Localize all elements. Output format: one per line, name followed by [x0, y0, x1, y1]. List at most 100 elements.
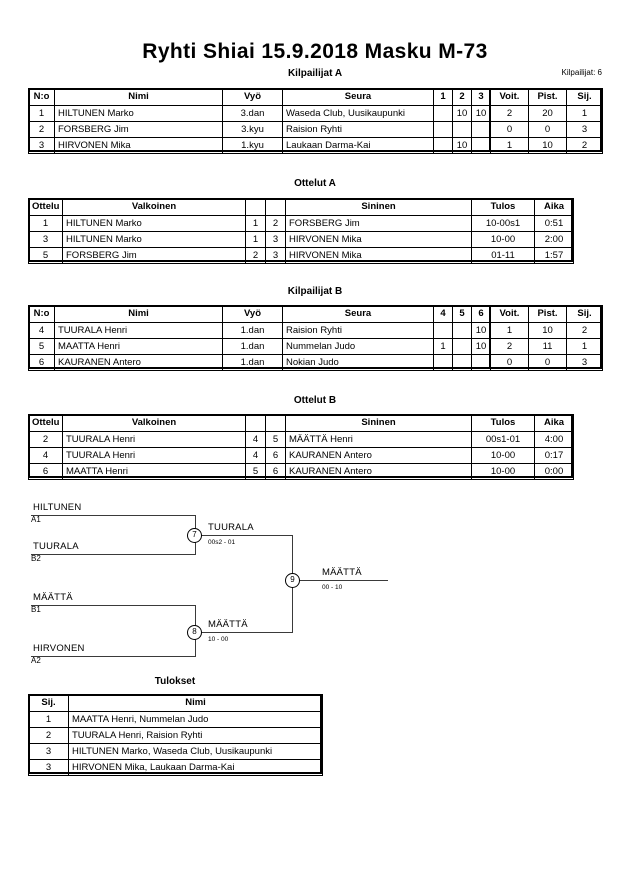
cell-no: 3 [28, 137, 55, 154]
cell-white: TUURALA Henri [62, 431, 246, 448]
cell-white-seed: 1 [245, 215, 266, 232]
bracket-winner-name: MÄÄTTÄ [208, 619, 248, 630]
cell-result: 10-00 [471, 447, 535, 464]
col-match-1: 1 [433, 88, 453, 106]
col-rank: Sij. [566, 305, 603, 323]
cell-match-number: 5 [28, 247, 63, 264]
col-blue-seed [265, 414, 286, 432]
col-wins: Voit. [490, 305, 529, 323]
cell-time: 2:00 [534, 231, 574, 248]
col-blue: Sininen [285, 198, 472, 216]
cell-rank: 1 [566, 105, 603, 122]
caption-matches-b: Ottelut B [293, 395, 337, 406]
col-name: Nimi [68, 694, 323, 712]
cell-match-5 [452, 322, 472, 339]
cell-rank: 2 [566, 322, 603, 339]
cell-match-number: 4 [28, 447, 63, 464]
col-match-3: 3 [471, 88, 491, 106]
cell-points: 0 [528, 121, 567, 138]
cell-blue: KAURANEN Antero [285, 463, 472, 480]
col-rank: Sij. [566, 88, 603, 106]
bracket-connector [31, 554, 195, 555]
col-no: N:o [28, 88, 55, 106]
table-row: 3 HILTUNEN Marko 1 3 HIRVONEN Mika 10-00… [28, 231, 574, 248]
cell-name: MAATTA Henri, Nummelan Judo [68, 711, 323, 728]
cell-blue-seed: 3 [265, 247, 286, 264]
bracket-winner-name: TUURALA [208, 522, 254, 533]
table-row: 3 HILTUNEN Marko, Waseda Club, Uusikaupu… [28, 743, 323, 760]
cell-points: 10 [528, 137, 567, 154]
cell-no: 5 [28, 338, 55, 355]
table-row: 1 HILTUNEN Marko 1 2 FORSBERG Jim 10-00s… [28, 215, 574, 232]
col-blue: Sininen [285, 414, 472, 432]
cell-white-seed: 5 [245, 463, 266, 480]
bracket-connector [31, 605, 195, 606]
cell-rank: 3 [28, 743, 69, 760]
table-row: 1 HILTUNEN Marko 3.dan Waseda Club, Uusi… [28, 105, 603, 122]
caption-matches-a: Ottelut A [294, 178, 336, 189]
cell-match-6: 10 [471, 338, 491, 355]
bracket-entry-name: HIRVONEN [33, 643, 85, 654]
caption-pool-a: Kilpailijat A [287, 68, 343, 79]
cell-blue-seed: 2 [265, 215, 286, 232]
cell-result: 10-00 [471, 463, 535, 480]
cell-rank: 2 [28, 727, 69, 744]
col-time: Aika [534, 198, 574, 216]
col-name: Nimi [54, 305, 223, 323]
page-title: Ryhti Shiai 15.9.2018 Masku M-73 [142, 40, 488, 63]
caption-results: Tulokset [154, 676, 196, 687]
cell-no: 1 [28, 105, 55, 122]
col-club: Seura [282, 88, 434, 106]
competitor-count-label: Kilpailijat: 6 [561, 68, 602, 77]
cell-match-3 [471, 121, 491, 138]
col-result: Tulos [471, 198, 535, 216]
cell-time: 4:00 [534, 431, 574, 448]
table-row: 4 TUURALA Henri 4 6 KAURANEN Antero 10-0… [28, 447, 574, 464]
table-row: 5 FORSBERG Jim 2 3 HIRVONEN Mika 01-11 1… [28, 247, 574, 264]
cell-blue-seed: 5 [265, 431, 286, 448]
cell-belt: 1.kyu [222, 137, 283, 154]
cell-blue-seed: 6 [265, 447, 286, 464]
cell-points: 0 [528, 354, 567, 371]
col-wins: Voit. [490, 88, 529, 106]
cell-rank: 3 [566, 354, 603, 371]
table-row: 6 KAURANEN Antero 1.dan Nokian Judo 0 0 … [28, 354, 603, 371]
cell-time: 0:51 [534, 215, 574, 232]
cell-result: 00s1-01 [471, 431, 535, 448]
cell-match-number: 6 [28, 463, 63, 480]
cell-name: KAURANEN Antero [54, 354, 223, 371]
table-row: 2 TUURALA Henri, Raision Ryhti [28, 727, 323, 744]
col-result: Tulos [471, 414, 535, 432]
cell-white-seed: 4 [245, 431, 266, 448]
cell-blue: FORSBERG Jim [285, 215, 472, 232]
col-match-2: 2 [452, 88, 472, 106]
cell-white: FORSBERG Jim [62, 247, 246, 264]
cell-no: 4 [28, 322, 55, 339]
cell-belt: 1.dan [222, 354, 283, 371]
cell-result: 10-00s1 [471, 215, 535, 232]
col-match-5: 5 [452, 305, 472, 323]
cell-match-4: 1 [433, 338, 453, 355]
cell-match-3 [471, 137, 491, 154]
cell-white-seed: 2 [245, 247, 266, 264]
elimination-bracket: HILTUNEN A1 TUURALA B2 7 TUURALA 00s2 - … [0, 495, 630, 675]
cell-white: HILTUNEN Marko [62, 215, 246, 232]
cell-name: HIRVONEN Mika [54, 137, 223, 154]
cell-club: Nokian Judo [282, 354, 434, 371]
bracket-match-score: 00 - 10 [322, 584, 343, 591]
col-belt: Vyö [222, 305, 283, 323]
bracket-connector [200, 632, 292, 633]
bracket-entry-seed: A2 [31, 656, 41, 665]
cell-white-seed: 1 [245, 231, 266, 248]
cell-white: TUURALA Henri [62, 447, 246, 464]
bracket-entry-seed: A1 [31, 515, 41, 524]
cell-points: 11 [528, 338, 567, 355]
table-row: 3 HIRVONEN Mika 1.kyu Laukaan Darma-Kai … [28, 137, 603, 154]
cell-no: 2 [28, 121, 55, 138]
cell-name: HILTUNEN Marko [54, 105, 223, 122]
cell-match-3: 10 [471, 105, 491, 122]
cell-club: Raision Ryhti [282, 322, 434, 339]
cell-name: MAATTA Henri [54, 338, 223, 355]
table-header-row: N:o Nimi Vyö Seura 4 5 6 Voit. Pist. Sij… [28, 305, 603, 323]
col-blue-seed [265, 198, 286, 216]
